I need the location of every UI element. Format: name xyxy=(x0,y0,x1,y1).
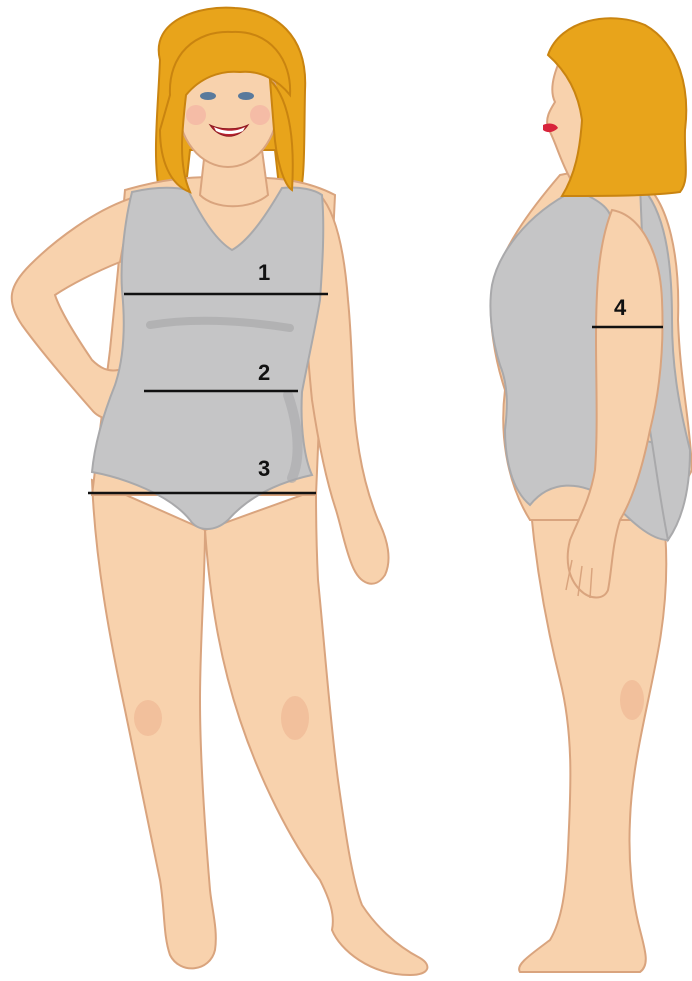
front-knee-right xyxy=(281,696,309,740)
front-eye-left xyxy=(200,92,216,100)
front-figure xyxy=(12,8,428,975)
measure-label-4: 4 xyxy=(614,295,627,320)
side-knee xyxy=(620,680,644,720)
side-figure xyxy=(490,18,692,972)
measure-label-3: 3 xyxy=(258,456,270,481)
measure-label-1: 1 xyxy=(258,260,270,285)
measure-label-2: 2 xyxy=(258,360,270,385)
front-leg-right xyxy=(205,490,427,975)
front-cheek-right xyxy=(250,105,270,125)
front-cheek-left xyxy=(186,105,206,125)
front-knee-left xyxy=(134,700,162,736)
front-eye-right xyxy=(238,92,254,100)
